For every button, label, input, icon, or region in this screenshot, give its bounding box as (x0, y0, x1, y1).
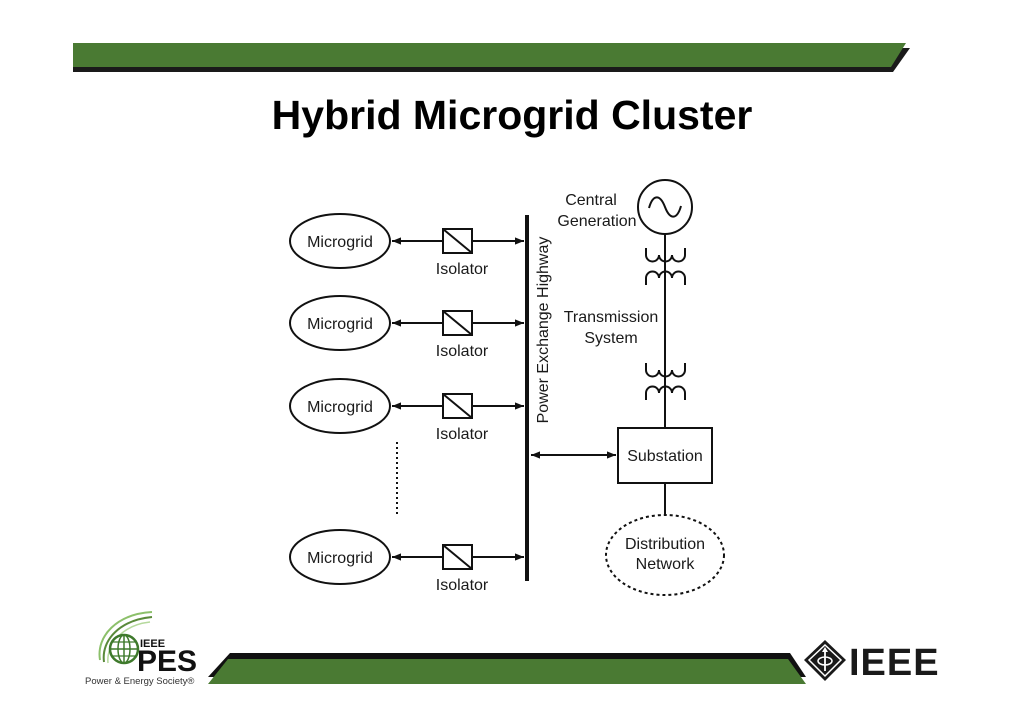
microgrid-node[interactable] (289, 295, 391, 351)
distribution-network-label-2: Network (636, 556, 696, 573)
transmission-system-label-1: Transmission (564, 309, 659, 326)
transformer-primary-coil-icon (645, 363, 686, 378)
isolator-diagonal-icon (442, 393, 473, 419)
transformer-lower (645, 363, 686, 400)
isolator-label: Isolator (436, 261, 489, 278)
substation-label: Substation (627, 448, 703, 465)
pes-logo-ieee: IEEE (140, 638, 165, 650)
microgrid-label: Microgrid (307, 234, 373, 251)
microgrid-node[interactable] (289, 529, 391, 585)
transformer-primary-coil-icon (645, 248, 686, 263)
microgrid-label: Microgrid (307, 550, 373, 567)
ieee-logo[interactable]: IEEE (800, 636, 950, 686)
central-generation-label-2: Generation (557, 213, 636, 230)
microgrid-rows: MicrogridIsolatorMicrogridIsolatorMicrog… (289, 213, 524, 594)
isolator-label: Isolator (436, 343, 489, 360)
pes-swoosh-icon-2 (102, 616, 153, 663)
slide-title: Hybrid Microgrid Cluster (271, 92, 753, 138)
distribution-network-label-1: Distribution (625, 536, 705, 553)
bus-label: Power Exchange Highway (535, 237, 552, 424)
transmission-system-label-2: System (584, 330, 637, 347)
microgrid-label: Microgrid (307, 316, 373, 333)
central-generation-label-1: Central (565, 192, 617, 209)
isolator-diagonal-icon (442, 310, 473, 336)
ieee-diamond-icon (804, 640, 846, 681)
isolator-label: Isolator (436, 577, 489, 594)
isolator-diagonal-icon (442, 544, 473, 570)
isolator-label: Isolator (436, 426, 489, 443)
transformer-secondary-coil-icon (645, 385, 686, 400)
pes-swoosh-icon (98, 611, 153, 661)
microgrid-node[interactable] (289, 378, 391, 434)
distribution-network-node[interactable] (605, 514, 725, 596)
transformer-upper (645, 248, 686, 285)
top-banner-green (73, 43, 906, 67)
globe-icon (108, 633, 140, 665)
microgrid-node[interactable] (289, 213, 391, 269)
pes-logo-tagline: Power & Energy Society® (85, 676, 194, 687)
pes-logo-pes: PES (137, 645, 197, 678)
substation-box[interactable] (617, 427, 713, 484)
transformer-secondary-coil-icon (645, 270, 686, 285)
microgrid-label: Microgrid (307, 399, 373, 416)
ieee-logo-text: IEEE (849, 642, 940, 684)
ac-sine-icon (648, 196, 682, 218)
ieee-pes-logo[interactable]: IEEE PES Power & Energy Society® (82, 608, 222, 688)
top-banner-bar (73, 43, 910, 72)
isolator-diagonal-icon (442, 228, 473, 254)
bottom-banner-green (208, 659, 806, 684)
